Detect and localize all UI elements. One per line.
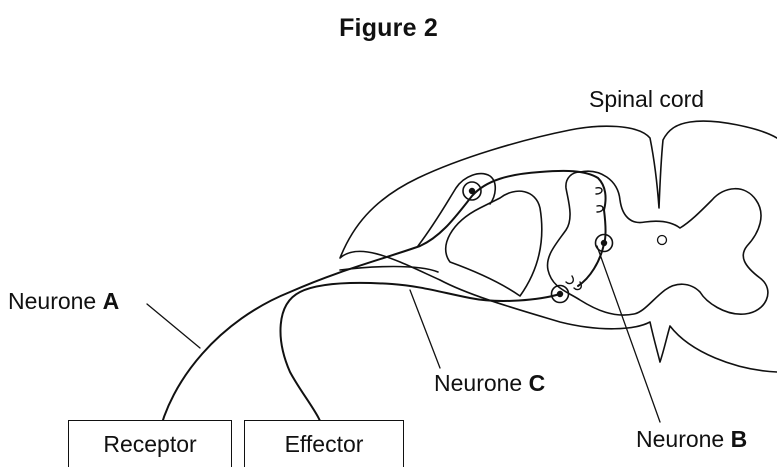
receptor-label: Receptor [103, 431, 196, 458]
label-neurone-a-letter: A [103, 288, 120, 314]
neurone-c-nucleus [558, 292, 563, 297]
label-neurone-a-prefix: Neurone [8, 288, 103, 314]
synapse-a-b [596, 188, 603, 212]
effector-box: Effector [244, 420, 404, 467]
label-neurone-b-prefix: Neurone [636, 426, 731, 452]
neurone-c-path [281, 283, 560, 438]
label-neurone-c: Neurone C [434, 372, 545, 395]
label-neurone-b: Neurone B [636, 428, 747, 451]
neurone-a-path [158, 171, 606, 438]
label-neurone-b-letter: B [731, 426, 748, 452]
leader-neurone-b [597, 246, 660, 422]
effector-label: Effector [285, 431, 364, 458]
spinal-cord-outline [340, 121, 777, 372]
neurone-b-path [578, 210, 606, 286]
dorsal-root-envelope [418, 174, 495, 246]
neurone-b-nucleus [602, 241, 607, 246]
receptor-box: Receptor [68, 420, 232, 467]
central-canal [658, 236, 667, 245]
synapse-b-c [566, 276, 581, 290]
label-neurone-c-letter: C [529, 370, 546, 396]
leader-neurone-a [147, 304, 200, 348]
leader-neurone-c [410, 290, 440, 368]
dorsal-root-loop [446, 191, 542, 296]
label-spinal-cord: Spinal cord [589, 88, 704, 111]
label-neurone-a: Neurone A [8, 290, 119, 313]
neurone-a-nucleus [470, 189, 475, 194]
label-neurone-c-prefix: Neurone [434, 370, 529, 396]
